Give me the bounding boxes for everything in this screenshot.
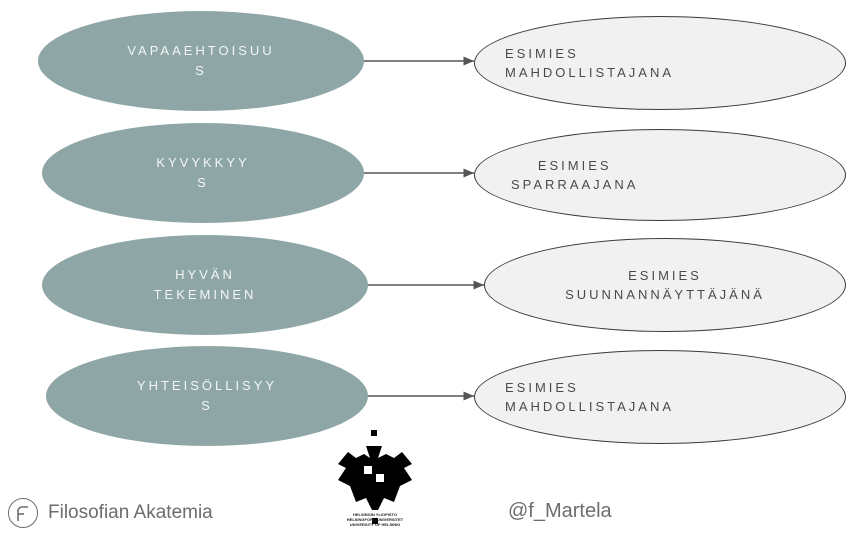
concept-ellipse-yhteisollisyys: YHTEISÖLLISYY S: [46, 346, 368, 446]
role-label: ESIMIES SPARRAAJANA: [511, 158, 639, 192]
university-name: HELSINGIN YLIOPISTO HELSINGFORS UNIVERSI…: [346, 512, 404, 527]
role-label: ESIMIES MAHDOLLISTAJANA: [505, 380, 675, 414]
f-circle-logo-icon: [8, 498, 38, 528]
role-ellipse-suunnannayttajana: ESIMIES SUUNNANNÄYTTÄJÄNÄ: [484, 238, 846, 332]
role-ellipse-sparraajana: ESIMIES SPARRAAJANA: [474, 129, 846, 221]
role-ellipse-mahdollistajana: ESIMIES MAHDOLLISTAJANA: [474, 16, 846, 110]
role-ellipse-mahdollistajana-2: ESIMIES MAHDOLLISTAJANA: [474, 350, 846, 444]
concept-label: KYVYKKYY S: [156, 155, 250, 190]
concept-label: YHTEISÖLLISYY S: [136, 378, 278, 413]
twitter-handle: @f_Martela: [508, 500, 612, 522]
concept-label: HYVÄN TEKEMINEN: [153, 267, 257, 302]
org-name: Filosofian Akatemia: [48, 502, 213, 523]
concept-ellipse-kyvykkyys: KYVYKKYY S: [42, 123, 364, 223]
role-label: ESIMIES SUUNNANNÄYTTÄJÄNÄ: [565, 268, 765, 302]
concept-ellipse-hyvan-tekeminen: HYVÄN TEKEMINEN: [42, 235, 368, 335]
role-label: ESIMIES MAHDOLLISTAJANA: [505, 46, 675, 80]
helsinki-university-seal-icon: [338, 430, 412, 524]
concept-label: VAPAAEHTOISUU S: [127, 43, 275, 78]
concept-ellipse-vapaaehtoisuus: VAPAAEHTOISUU S: [38, 11, 364, 111]
